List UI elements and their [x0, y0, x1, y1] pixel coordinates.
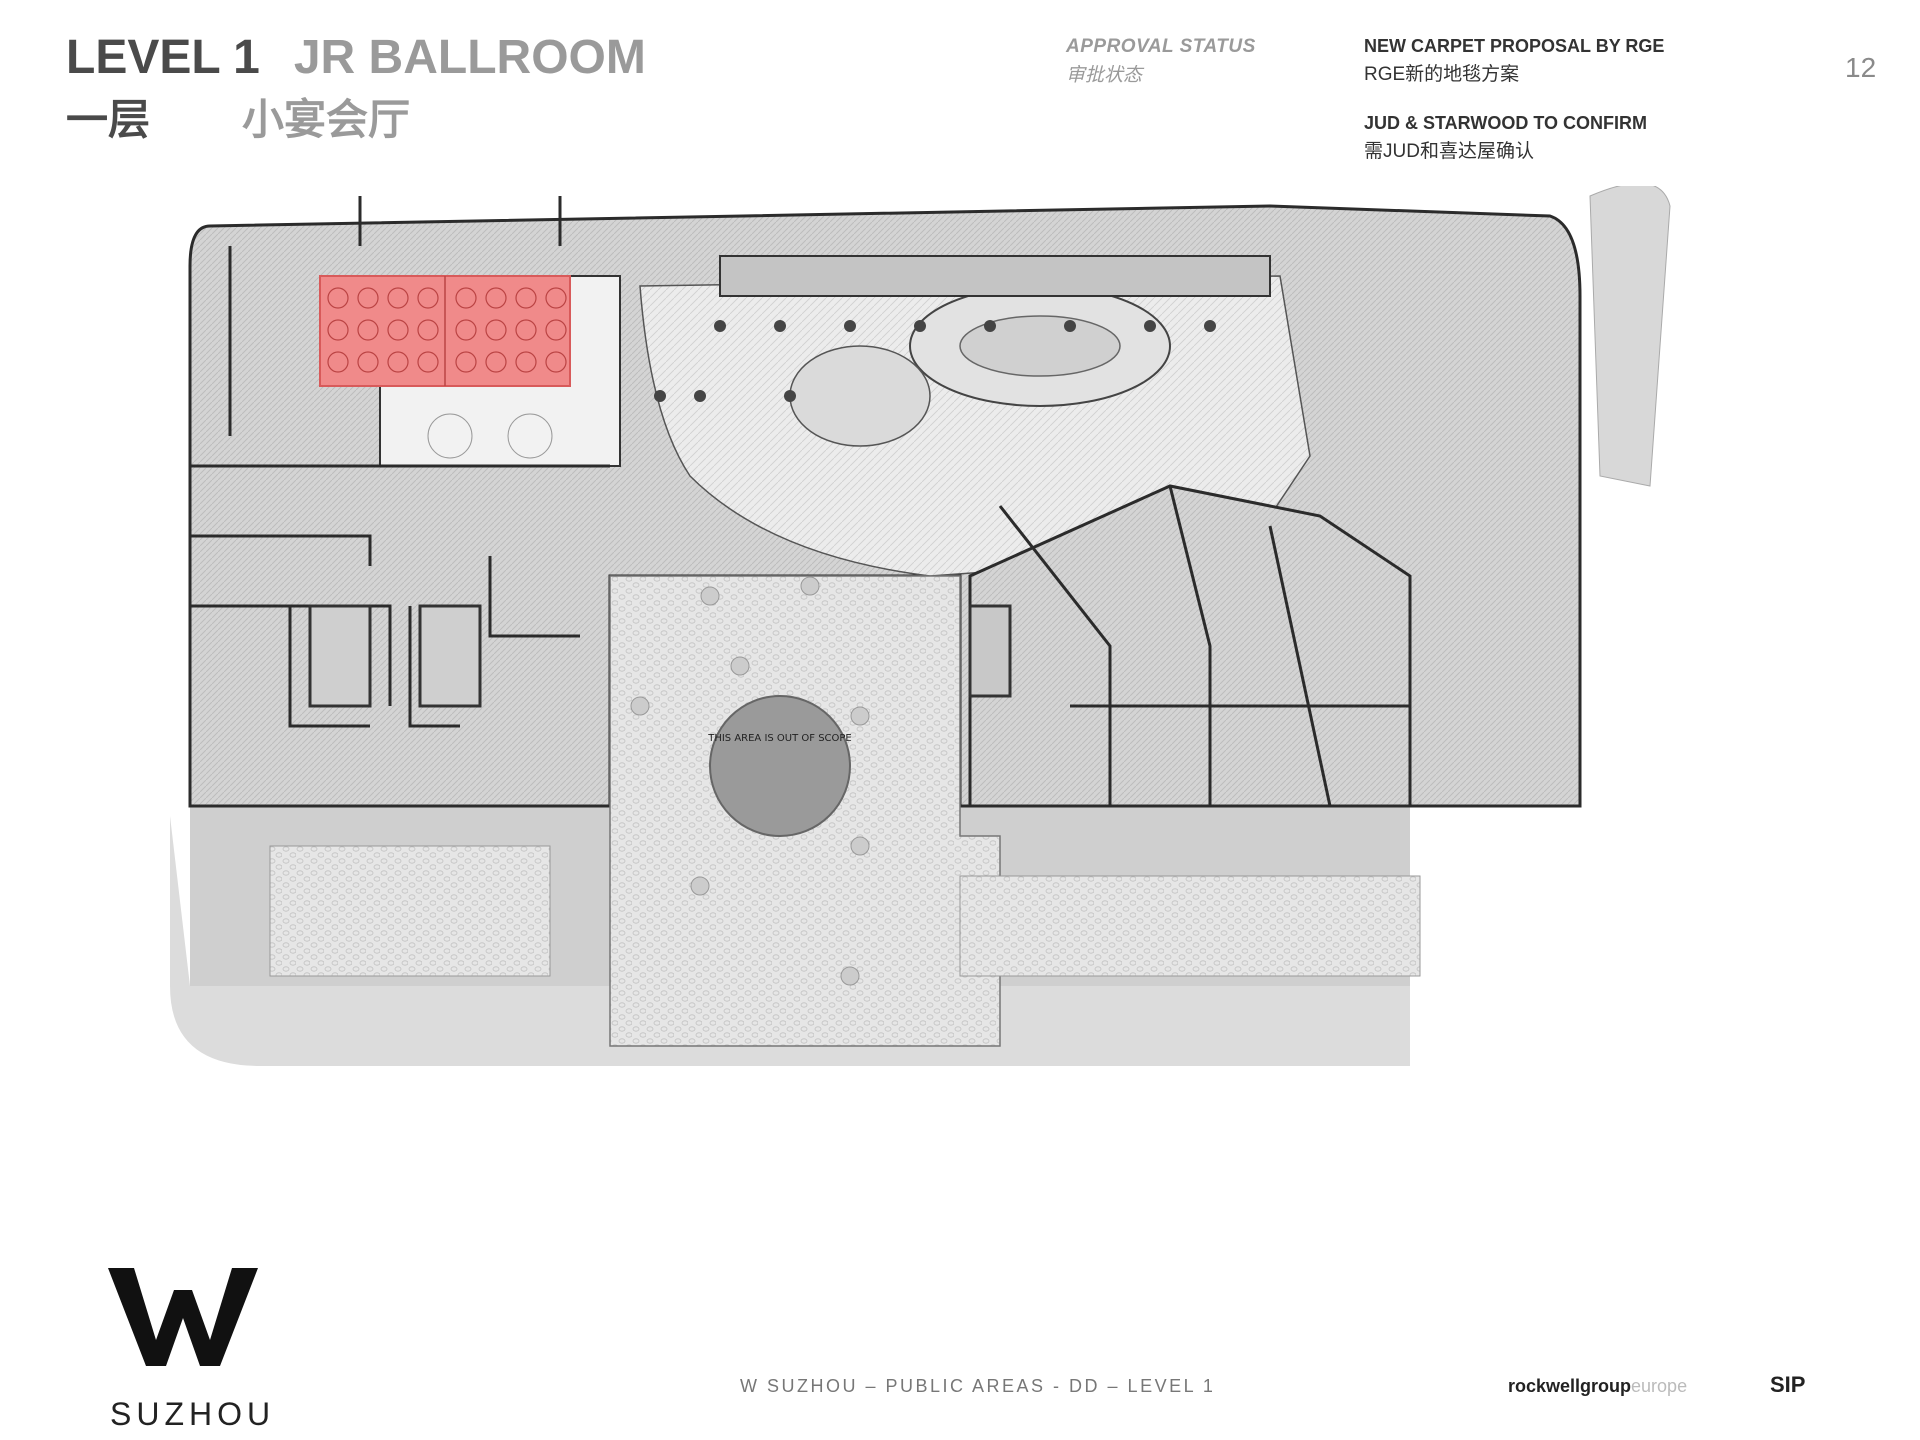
- confirm-title-cn: 需JUD和喜达屋确认: [1364, 141, 1534, 162]
- proposal-title: NEW CARPET PROPOSAL BY RGE: [1364, 36, 1665, 56]
- approval-status-label-cn: 审批状态: [1066, 65, 1143, 86]
- banquet-table: [515, 287, 537, 309]
- banquet-table: [545, 287, 567, 309]
- banquet-table: [417, 287, 439, 309]
- plaza-trees: [630, 576, 870, 986]
- banquet-table: [387, 287, 409, 309]
- banquet-table: [455, 287, 477, 309]
- structural-columns: [654, 320, 1216, 402]
- banquet-table: [327, 287, 349, 309]
- site-curb-lower: [170, 816, 1410, 1066]
- stair-cores: [308, 604, 482, 708]
- banquet-table: [545, 351, 567, 373]
- page-title-cn: 一层 小宴会厅: [66, 92, 410, 148]
- ballroom-tables: [327, 276, 567, 386]
- banquet-table: [417, 319, 439, 341]
- proposal-title-cn: RGE新的地毯方案: [1364, 64, 1520, 85]
- footer-caption: W SUZHOU – PUBLIC AREAS - DD – LEVEL 1: [740, 1376, 1216, 1396]
- banquet-table: [455, 319, 477, 341]
- page-title-en: LEVEL 1 JR BALLROOM: [66, 28, 646, 88]
- room-label-en: JR BALLROOM: [293, 31, 646, 84]
- banquet-table: [417, 351, 439, 373]
- banquet-table: [485, 287, 507, 309]
- banquet-table: [515, 319, 537, 341]
- banquet-table: [327, 319, 349, 341]
- banquet-table: [357, 287, 379, 309]
- level-label-cn: 一层: [66, 96, 151, 143]
- elevator-core: [968, 604, 1012, 698]
- confirm-title: JUD & STARWOOD TO CONFIRM: [1364, 113, 1647, 133]
- rockwell-logo: rockwellgroupeurope: [1508, 1376, 1687, 1397]
- banquet-table: [545, 319, 567, 341]
- banquet-table: [455, 351, 477, 373]
- rockwell-logo-main: rockwellgroup: [1508, 1376, 1632, 1396]
- out-of-scope-label: THIS AREA IS OUT OF SCOPE: [707, 733, 852, 744]
- level-label-en: LEVEL 1: [66, 31, 260, 84]
- living-room: [789, 345, 931, 447]
- forecourt-right: [959, 875, 1421, 977]
- proposal-block: NEW CARPET PROPOSAL BY RGE RGE新的地毯方案: [1364, 36, 1664, 86]
- floor-plan: THIS AREA IS OUT OF SCOPE: [170, 186, 1671, 1066]
- sip-logo-text: SIP: [1770, 1372, 1806, 1397]
- banquet-table: [515, 351, 537, 373]
- rockwell-logo-sub: europe: [1631, 1376, 1688, 1396]
- forecourt-left: [269, 845, 551, 977]
- sip-logo: SIP: [1770, 1372, 1805, 1398]
- logo-city: SUZHOU: [110, 1396, 276, 1432]
- out-of-scope-area: [709, 695, 851, 837]
- banquet-table: [485, 351, 507, 373]
- approval-status-block: APPROVAL STATUS 审批状态: [1066, 36, 1256, 87]
- banquet-table: [387, 319, 409, 341]
- w-logo: [108, 1268, 258, 1366]
- banquet-table: [357, 351, 379, 373]
- page-number: 12: [1845, 52, 1877, 83]
- right-walkway: [1589, 186, 1671, 487]
- confirm-block: JUD & STARWOOD TO CONFIRM 需JUD和喜达屋确认: [1364, 113, 1647, 163]
- banquet-table: [387, 351, 409, 373]
- banquet-table: [357, 319, 379, 341]
- approval-status-label: APPROVAL STATUS: [1066, 36, 1256, 57]
- left-wing-walls: [190, 196, 610, 728]
- right-wing-walls: [998, 485, 1410, 807]
- banquet-table: [485, 319, 507, 341]
- banquet-table: [327, 351, 349, 373]
- room-label-cn: 小宴会厅: [242, 96, 411, 143]
